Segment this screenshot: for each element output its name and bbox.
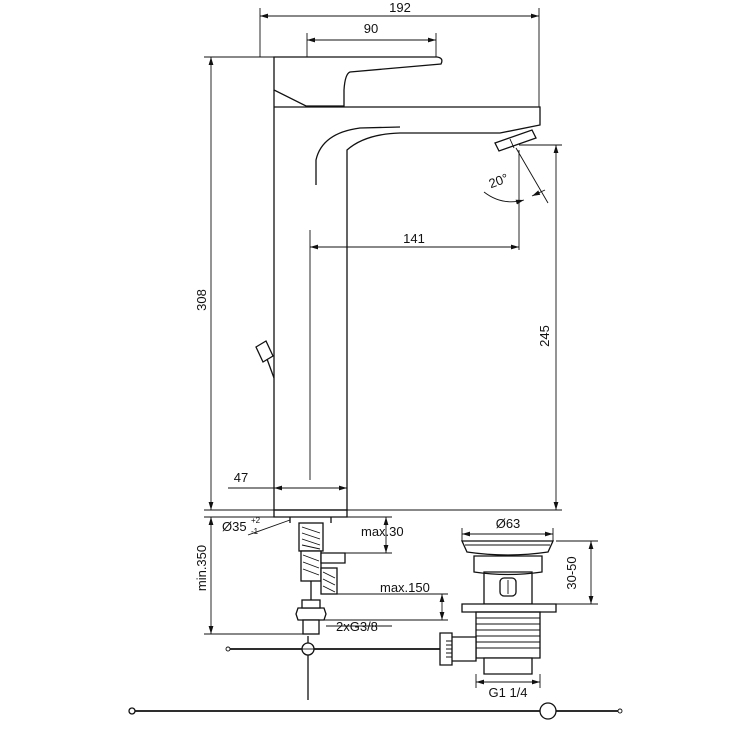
faucet-base — [273, 509, 348, 518]
popup-lever — [255, 340, 274, 363]
bottom-rod-ball — [539, 702, 557, 720]
supply-hoses — [295, 522, 346, 635]
label-hole-tol-lower: -1 — [251, 527, 259, 536]
connector-nut — [295, 607, 327, 621]
faucet-body — [255, 56, 541, 523]
label-spout-reach: 141 — [403, 231, 425, 246]
popup-rod-assembly — [225, 636, 446, 700]
waste-assembly — [439, 540, 557, 675]
bottom-rod-tip — [617, 708, 623, 714]
label-hole-tol-upper: +2 — [251, 516, 261, 525]
angle-ref-line — [515, 147, 549, 204]
aerator-detail — [509, 138, 515, 149]
label-waste-diameter: Ø63 — [496, 516, 521, 531]
connector-body — [301, 599, 321, 609]
waste-thread-lines — [476, 617, 540, 649]
waste-cap — [460, 540, 555, 556]
label-spout-height: 245 — [537, 325, 552, 347]
label-total-height: 308 — [194, 289, 209, 311]
faucet-handle — [273, 56, 443, 107]
label-deck-thickness: max.30 — [361, 524, 404, 539]
angle-arc-end — [531, 189, 546, 197]
label-body-diameter: 47 — [234, 470, 248, 485]
label-connection: 2xG3/8 — [336, 619, 378, 634]
dimension-lines — [204, 8, 598, 688]
faucet-column — [273, 90, 541, 511]
label-min-length: min.350 — [194, 545, 209, 591]
waste-thread-body — [475, 611, 541, 659]
label-waste-thread: G1 1/4 — [488, 685, 527, 700]
popup-rod — [266, 358, 275, 379]
rod-end — [225, 646, 231, 652]
waste-tail — [483, 657, 533, 675]
side-hose-braid — [322, 571, 336, 593]
anchor-nut — [320, 552, 346, 564]
label-hole-diameter: Ø35 — [222, 519, 247, 534]
aerator — [494, 129, 537, 152]
bottom-rod-end — [128, 707, 136, 715]
waste-body — [473, 555, 543, 576]
bottom-rod — [128, 702, 623, 720]
spout-inner-curve — [315, 126, 401, 185]
angle-arc — [483, 191, 525, 205]
label-total-width: 192 — [389, 0, 411, 15]
connector-thread — [302, 619, 320, 635]
label-waste-height: 30-50 — [564, 556, 579, 589]
label-handle-width: 90 — [364, 21, 378, 36]
dimension-labels: 192 90 141 308 245 47 20° Ø35 +2 -1 max.… — [194, 0, 579, 700]
label-spout-angle: 20° — [487, 170, 511, 191]
label-hose-length: max.150 — [380, 580, 430, 595]
hose-braid-upper — [301, 526, 321, 550]
waste-flange — [461, 603, 557, 613]
side-nut-lines — [446, 640, 452, 658]
dim-35-leader — [247, 519, 291, 536]
hose-braid-lower — [302, 554, 320, 576]
